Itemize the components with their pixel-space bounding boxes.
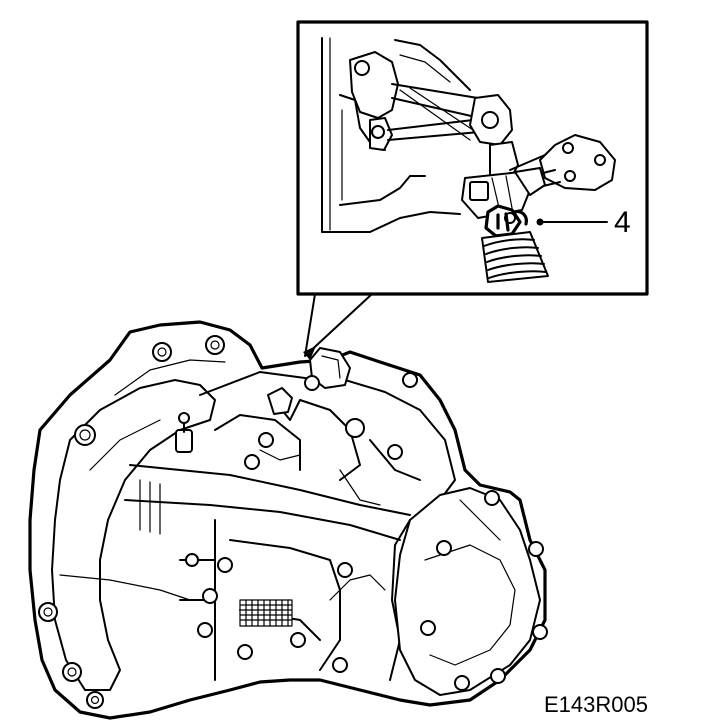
shift-cable-end <box>484 204 528 238</box>
rubber-boot <box>481 231 549 283</box>
callout-number: 4 <box>614 206 631 239</box>
nameplate-hatch <box>239 599 293 627</box>
detail-inset: 4 <box>296 20 649 296</box>
gearbox-housing <box>28 320 548 720</box>
zoom-pointer <box>303 293 373 360</box>
figure-reference-code: E143R005 <box>544 692 648 717</box>
